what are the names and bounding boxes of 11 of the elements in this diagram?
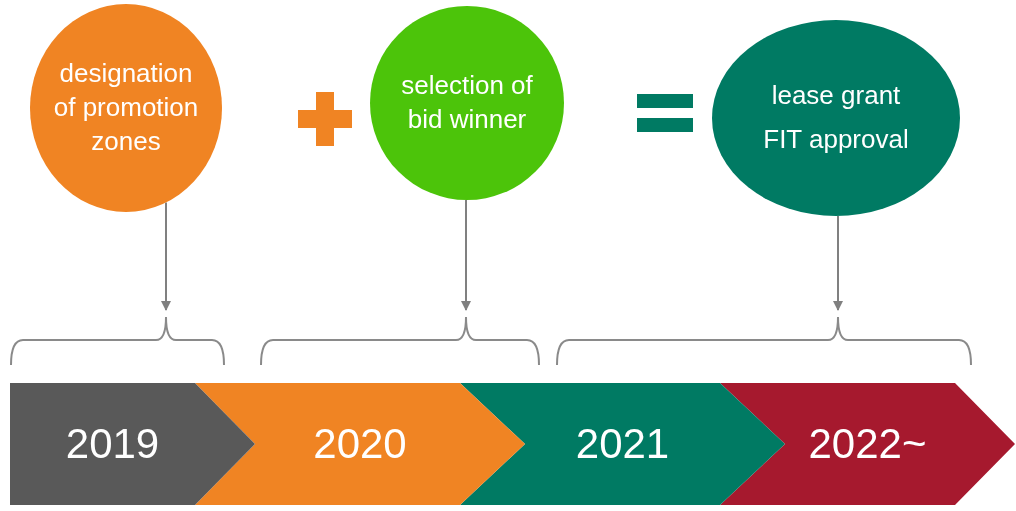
node-text: FIT approval <box>763 123 909 156</box>
year-label: 2019 <box>65 423 160 465</box>
node-text: designation of promotion zones <box>52 57 200 158</box>
arrow <box>461 199 471 311</box>
arrow <box>161 201 171 311</box>
year-label: 2020 <box>313 423 407 465</box>
node-text: lease grant <box>771 79 901 113</box>
year-label: 2022~ <box>808 423 927 465</box>
arrow <box>833 215 843 311</box>
node-text: selection of bid winner <box>400 69 534 136</box>
year-label: 2021 <box>575 423 670 465</box>
